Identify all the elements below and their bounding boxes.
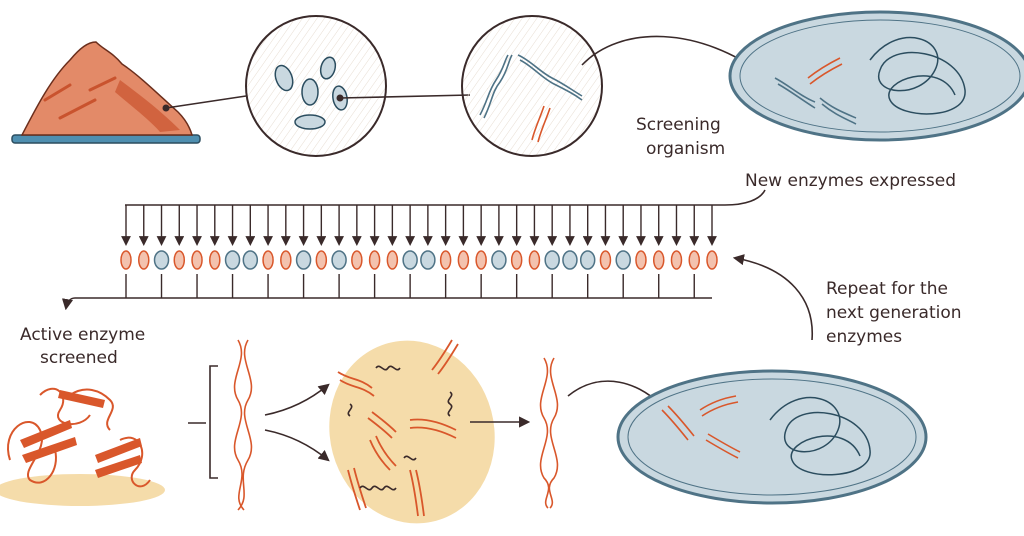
collection-bracket xyxy=(61,274,712,311)
repeat-line-2: next generation xyxy=(826,303,962,323)
cell-blue xyxy=(153,250,170,270)
cell-orange xyxy=(351,250,363,270)
active-line-2: screened xyxy=(40,348,118,368)
cell-orange xyxy=(191,250,203,270)
cell-blue xyxy=(402,250,418,270)
cell-blue xyxy=(242,250,259,270)
cell-orange xyxy=(386,250,399,270)
cell-orange xyxy=(706,250,718,270)
repeat-arrow xyxy=(732,254,813,341)
cell-orange xyxy=(528,250,541,270)
label-active-enzyme: Active enzyme screened xyxy=(20,325,151,368)
mutagenesis-mixture xyxy=(329,339,531,524)
screening-line-1: Screening xyxy=(636,115,721,135)
cell-orange xyxy=(457,250,470,270)
cell-orange xyxy=(173,250,186,270)
label-repeat: Repeat for the next generation enzymes xyxy=(826,279,967,347)
cell-orange xyxy=(635,250,647,270)
cell-blue xyxy=(295,250,312,270)
cell-orange xyxy=(688,250,700,270)
repeat-line-1: Repeat for the xyxy=(826,279,948,299)
protein-structure xyxy=(0,387,165,506)
cell-orange xyxy=(475,250,487,270)
cell-blue xyxy=(562,250,578,270)
label-new-enzymes: New enzymes expressed xyxy=(745,171,956,191)
cell-blue xyxy=(331,250,347,270)
cell-orange xyxy=(439,250,452,270)
cell-orange xyxy=(120,250,132,270)
screening-line-2: organism xyxy=(646,139,725,159)
cell-blue xyxy=(491,250,507,270)
cell-orange xyxy=(510,250,523,270)
label-screening-organism: Screening organism xyxy=(636,115,726,159)
cell-row xyxy=(120,250,718,270)
dna-diversification xyxy=(188,339,330,511)
cell-orange xyxy=(138,250,150,270)
cell-orange xyxy=(599,250,612,270)
cell-orange xyxy=(652,250,665,270)
active-line-1: Active enzyme xyxy=(20,325,145,345)
cell-orange xyxy=(280,250,292,270)
cell-orange xyxy=(315,250,328,270)
next-generation-cell xyxy=(616,369,928,505)
soil-sample xyxy=(11,41,247,144)
repeat-line-3: enzymes xyxy=(826,327,902,347)
cell-blue xyxy=(224,250,241,270)
cell-orange xyxy=(368,250,381,270)
sample-tray xyxy=(11,134,201,144)
cell-blue xyxy=(544,250,560,270)
screening-organism-cell xyxy=(728,10,1024,142)
dna-magnification xyxy=(461,15,770,157)
cell-blue xyxy=(615,250,631,270)
cell-blue xyxy=(579,250,596,270)
cell-orange xyxy=(262,250,274,270)
distribution-bracket xyxy=(121,189,766,246)
selected-dna xyxy=(539,357,559,509)
cell-blue xyxy=(420,250,436,270)
microbe-magnification xyxy=(245,15,471,157)
cell-orange xyxy=(670,250,683,270)
cell-orange xyxy=(209,250,221,270)
